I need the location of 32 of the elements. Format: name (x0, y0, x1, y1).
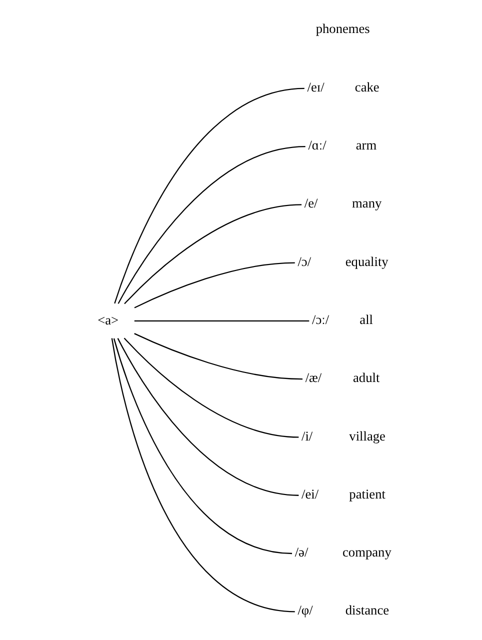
node-label: arm (355, 138, 376, 153)
node-label: all (359, 312, 373, 328)
connector (124, 204, 302, 304)
node-text: /ə/ (294, 544, 308, 560)
node-label: many (352, 196, 382, 211)
node-label: distance (344, 602, 389, 618)
label: phonemes (315, 20, 370, 36)
node-text: /e/ (304, 196, 318, 211)
node-text: <a> (97, 312, 118, 328)
node-text: /ɔː/ (312, 312, 329, 328)
node-label: village (348, 428, 385, 444)
connector (134, 333, 302, 380)
node-label: adult (352, 370, 380, 386)
connector (117, 146, 305, 304)
connector (114, 88, 304, 304)
connector (134, 320, 309, 322)
node-text: /eɪ/ (306, 79, 324, 94)
node-text: /æ/ (304, 370, 322, 386)
node-label: equality (344, 254, 388, 269)
connector (110, 338, 294, 612)
node-text: /ei/ (301, 486, 318, 502)
connector (134, 262, 294, 308)
node-text: /ɑː/ (308, 138, 326, 153)
connector (112, 338, 292, 554)
node-label: company (342, 544, 391, 560)
node-label: cake (354, 79, 379, 94)
node-text: /φ/ (297, 602, 312, 618)
connector (116, 338, 298, 496)
connector (123, 338, 298, 438)
node-label: patient (348, 486, 385, 502)
node-text: /i/ (301, 428, 312, 444)
node-text: /ɔ/ (297, 254, 311, 269)
